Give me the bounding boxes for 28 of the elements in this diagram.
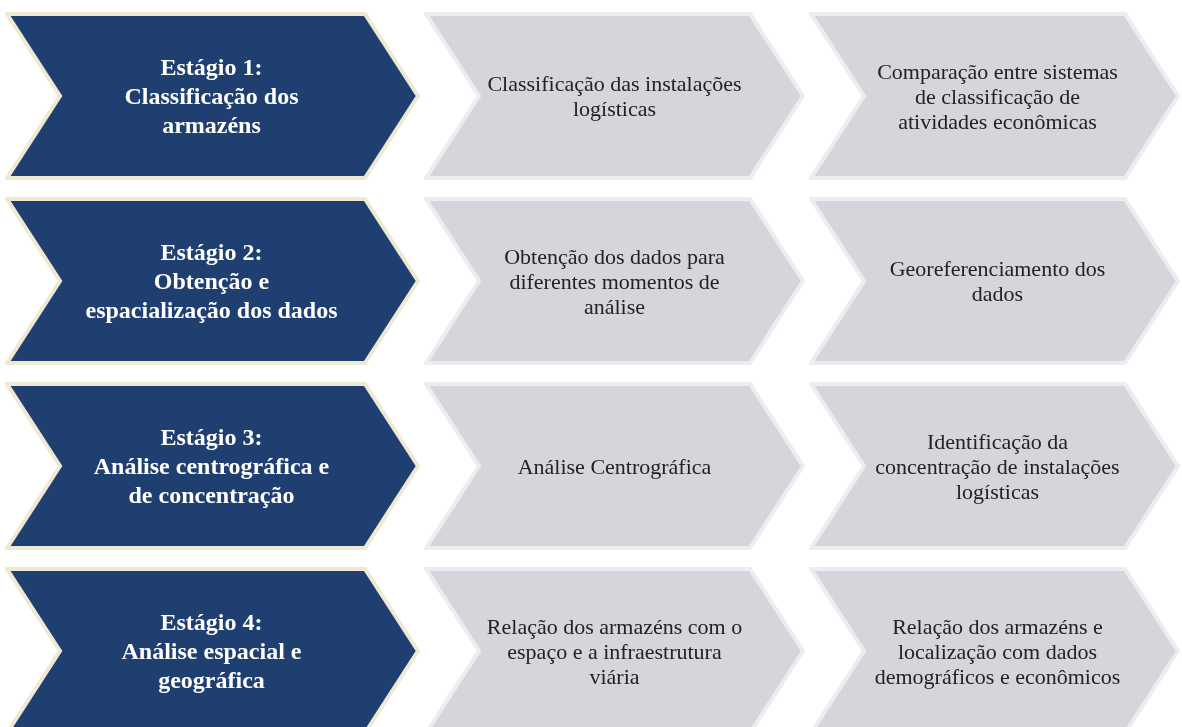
chevron-step: [5, 12, 420, 180]
step-text: Relação dos armazéns com o espaço e a infraestrutura viária: [486, 613, 743, 689]
step-text: Identificação da concentração de instalações logísticas: [874, 428, 1121, 504]
step-text: Obtenção dos dados para diferentes momentos de análise: [503, 243, 726, 319]
step-text: Georeferenciamento dos dados: [888, 256, 1107, 306]
chevron-step: [809, 382, 1180, 550]
stage-title: Análise espacial e geográfica: [120, 636, 303, 695]
chevron-step: [809, 12, 1180, 180]
step-text: Análise Centrográfica: [517, 453, 712, 479]
stage-title: Classificação dos armazéns: [123, 81, 300, 140]
step-text: Classificação das instalações logísticas: [486, 71, 743, 121]
chevron-step: [5, 567, 420, 727]
step-text: Relação dos armazéns e localização com dados demográficos e econômicos: [873, 613, 1122, 689]
stage-title: Obtenção e espacialização dos dados: [84, 266, 339, 325]
chevron-step: [5, 382, 420, 550]
stage-heading: Estágio 1:: [160, 52, 263, 82]
stage-heading: Estágio 4:: [160, 607, 263, 637]
chevron-step: [809, 197, 1180, 365]
stage-heading: Estágio 3:: [160, 422, 263, 452]
chevron-step: [809, 567, 1180, 727]
chevron-step: [424, 567, 805, 727]
chevron-step: [424, 197, 805, 365]
stage-title: Análise centrográfica e de concentração: [92, 451, 331, 510]
stage-heading: Estágio 2:: [160, 237, 263, 267]
chevron-step: [424, 382, 805, 550]
chevron-step: [424, 12, 805, 180]
step-text: Comparação entre sistemas de classificação de atividades econômicas: [876, 58, 1119, 134]
chevron-step: [5, 197, 420, 365]
